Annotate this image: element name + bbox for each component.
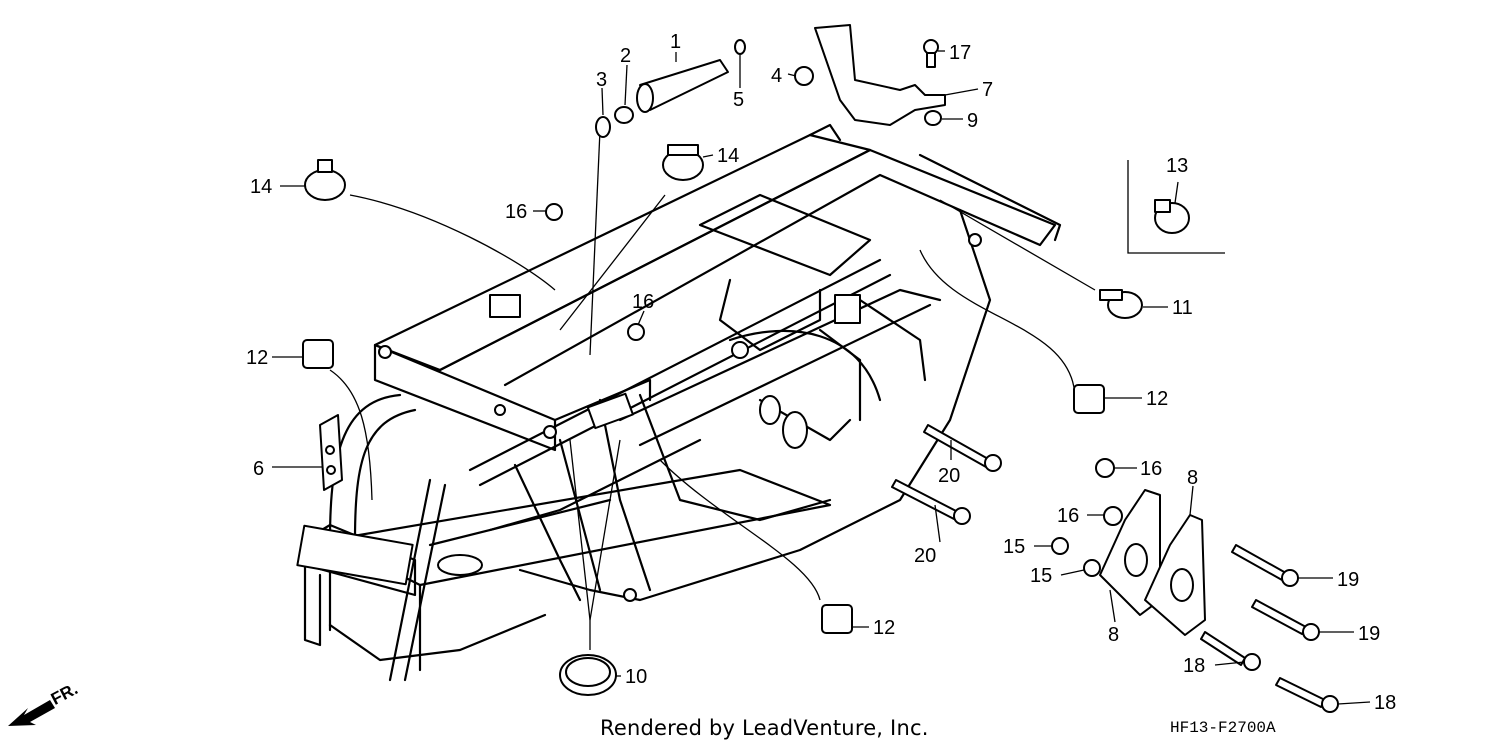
footer-credit: Rendered by LeadVenture, Inc. <box>600 716 929 740</box>
callout-15b: 15 <box>1030 565 1052 587</box>
part-1-grip <box>636 59 729 113</box>
callout-12-right: 12 <box>1146 388 1168 410</box>
callout-1: 1 <box>670 31 681 53</box>
callout-4: 4 <box>771 65 782 87</box>
part-18-bolt-b <box>1275 677 1339 713</box>
part-13-clamp <box>1154 199 1190 234</box>
callout-18b: 18 <box>1374 692 1396 714</box>
part-16-nut-b <box>627 323 645 341</box>
callout-9: 9 <box>967 110 978 132</box>
part-16-nut-d <box>1103 506 1123 526</box>
callout-16b: 16 <box>632 291 654 313</box>
part-15-nut-a <box>1051 537 1069 555</box>
callout-20b: 20 <box>914 545 936 567</box>
part-16-nut-c <box>1095 458 1115 478</box>
callout-16a: 16 <box>505 201 527 223</box>
part-19-bolt-a <box>1231 544 1299 587</box>
part-5-pin <box>734 39 746 55</box>
part-8-plate-b <box>1144 514 1206 636</box>
callout-6: 6 <box>253 458 264 480</box>
part-16-nut-a <box>545 203 563 221</box>
callout-17: 17 <box>949 42 971 64</box>
part-15-nut-b <box>1083 559 1101 577</box>
frame-body <box>296 123 1062 682</box>
part-9-nut <box>924 110 942 126</box>
callout-2: 2 <box>620 45 631 67</box>
callout-13: 13 <box>1166 155 1188 177</box>
callout-7: 7 <box>982 79 993 101</box>
part-14-clamp-left <box>304 159 346 201</box>
part-20-bolt-b <box>891 479 971 525</box>
callout-14-left: 14 <box>250 176 272 198</box>
part-14-clamp-top <box>662 144 704 181</box>
part-4-grommet <box>794 66 814 86</box>
front-direction-arrow-icon: FR. <box>8 679 81 726</box>
part-10-hose-clamp <box>559 654 617 696</box>
part-12-clip-left <box>302 339 334 369</box>
part-18-bolt-a <box>1200 631 1261 671</box>
callout-12-left: 12 <box>246 347 268 369</box>
callout-16c: 16 <box>1140 458 1162 480</box>
part-2-collar <box>614 106 634 124</box>
callout-8a: 8 <box>1187 467 1198 489</box>
callout-16d: 16 <box>1057 505 1079 527</box>
part-6-plate <box>319 414 343 491</box>
callout-14-top: 14 <box>717 145 739 167</box>
part-12-clip-bottom <box>821 604 853 634</box>
part-8-plate-a <box>1099 489 1161 616</box>
part-7-bracket <box>814 24 946 126</box>
callout-15a: 15 <box>1003 536 1025 558</box>
part-3-clip <box>595 116 611 138</box>
callout-11: 11 <box>1172 297 1193 319</box>
diagram-code: HF13-F2700A <box>1170 719 1276 737</box>
callout-leaders <box>272 50 1371 705</box>
callout-3: 3 <box>596 69 607 91</box>
part-17-bolt <box>923 39 939 68</box>
part-12-clip-right <box>1073 384 1105 414</box>
callout-8b: 8 <box>1108 624 1119 646</box>
part-11-clamp <box>1099 289 1143 319</box>
callout-labels: 1 2 3 4 5 6 7 8 8 9 10 11 12 12 12 13 14… <box>246 31 1396 714</box>
callout-10: 10 <box>625 666 647 688</box>
leader-lines <box>329 129 1225 650</box>
callout-18a: 18 <box>1183 655 1205 677</box>
callout-5: 5 <box>733 89 744 111</box>
callout-19b: 19 <box>1358 623 1380 645</box>
direction-label: FR. <box>48 679 81 709</box>
callout-19a: 19 <box>1337 569 1359 591</box>
part-19-bolt-b <box>1251 599 1320 641</box>
part-20-bolt-a <box>923 424 1002 472</box>
callout-20a: 20 <box>938 465 960 487</box>
callout-12-bottom: 12 <box>873 617 895 639</box>
